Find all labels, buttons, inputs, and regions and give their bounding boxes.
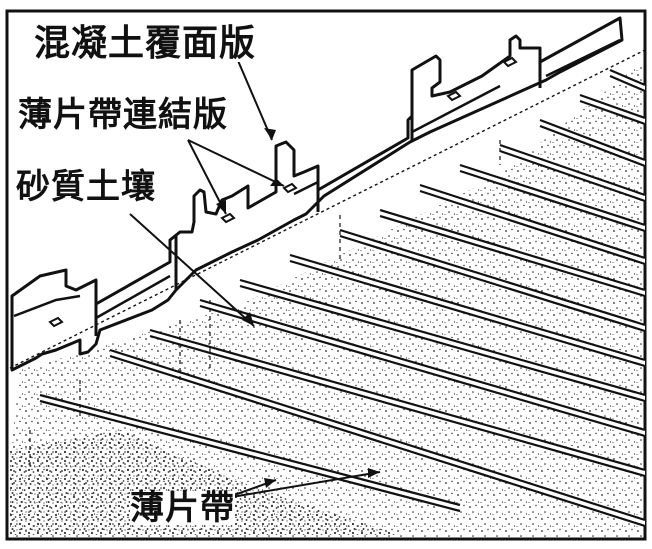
label-sandy-soil: 砂質土壤 — [16, 167, 156, 207]
reinforcing-strip — [340, 230, 645, 331]
soil-foreground-fill — [10, 430, 400, 535]
reinforcing-strip — [580, 95, 645, 124]
reinforcing-strip-line — [289, 259, 646, 368]
reinforcing-strip-line — [539, 124, 646, 168]
reinforcing-strip-line — [379, 208, 646, 292]
reinforcing-strip-line — [459, 163, 646, 227]
leader-lines — [129, 55, 381, 499]
reinforcing-strip-line — [419, 183, 646, 260]
reinforcing-strip-line — [499, 143, 646, 197]
reinforcing-strip-line — [39, 399, 461, 513]
reinforcing-strip-line — [239, 278, 646, 397]
reinforcing-strip-line — [609, 68, 646, 87]
reinforcing-strip-line — [199, 304, 646, 438]
construction-dashed-lines — [29, 140, 501, 470]
reinforcing-strip-line — [379, 214, 646, 298]
reinforcing-strip-line — [419, 189, 646, 266]
reinforcing-strip — [40, 395, 460, 511]
reinforcing-strip-line — [459, 169, 646, 233]
reinforcing-strip — [420, 185, 645, 264]
reinforcing-strip-line — [539, 118, 646, 162]
reinforcing-strip-line — [149, 334, 646, 478]
reinforcing-strip-line — [579, 99, 646, 126]
concrete-facing-wall — [10, 16, 624, 372]
label-strip-connection-plate: 薄片帶連結版 — [18, 95, 228, 135]
reinforcing-strip — [110, 350, 645, 526]
connection-plate-slots — [48, 56, 518, 328]
reinforcing-strip-line — [289, 253, 646, 362]
reinforcing-strip — [610, 70, 645, 91]
reinforcing-strip — [380, 210, 645, 296]
reinforcing-strip-line — [239, 284, 646, 403]
reinforcing-strip-line — [339, 234, 646, 333]
reinforcing-strip-line — [109, 354, 646, 528]
reinforcing-strip — [290, 255, 645, 366]
reinforcing-strips — [39, 68, 646, 528]
reinforcing-strip — [540, 120, 645, 166]
reinforcing-strip-line — [579, 93, 646, 120]
sandy-soil-fill — [10, 60, 645, 539]
reinforcing-strip-line — [149, 328, 646, 472]
reinforcing-strip-line — [499, 149, 646, 203]
reinforcing-strip — [500, 145, 645, 201]
reinforcing-strip-line — [339, 228, 646, 327]
reinforcing-strip-line — [109, 348, 646, 522]
reinforcing-strip — [240, 280, 645, 401]
reinforcing-strip-line — [199, 298, 646, 432]
wall-base-line — [9, 49, 646, 369]
reinforcing-strip — [200, 300, 645, 436]
reinforcing-strip — [150, 330, 645, 476]
reinforcing-strip-line — [609, 74, 646, 93]
reinforcing-strip-line — [39, 393, 461, 507]
label-concrete-facing-panel: 混凝土覆面版 — [34, 23, 257, 64]
label-reinforcing-strip: 薄片帶 — [130, 488, 235, 528]
reinforcing-strip — [460, 165, 645, 231]
